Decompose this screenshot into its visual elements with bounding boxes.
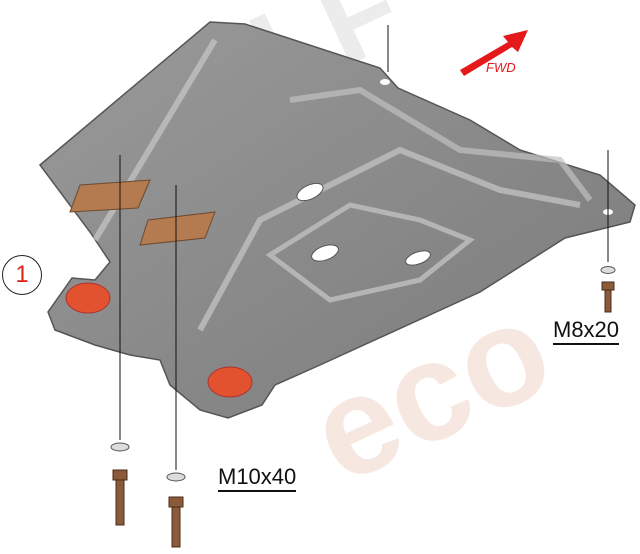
fwd-arrow-icon [460, 30, 528, 76]
bolt-m10-left [110, 442, 130, 526]
rubber-bumper [207, 366, 253, 398]
bolt-m10-right [166, 472, 186, 548]
plate-slot [405, 250, 431, 266]
plate-rib [265, 202, 475, 303]
pad [69, 179, 151, 213]
fwd-label: FWD [486, 60, 516, 75]
fastener-label-m10: M10x40 [218, 465, 297, 492]
plate-slot [311, 244, 339, 262]
rubber-bumper [65, 282, 111, 314]
pad [139, 211, 216, 246]
mount-hole [380, 79, 390, 85]
bolt-m8 [600, 266, 616, 313]
skid-plate [38, 21, 636, 419]
plate-slot [296, 182, 324, 202]
fastener-label-m8: M8x20 [553, 318, 620, 345]
plate-rib [289, 86, 593, 202]
callout-number: 1 [2, 255, 42, 295]
